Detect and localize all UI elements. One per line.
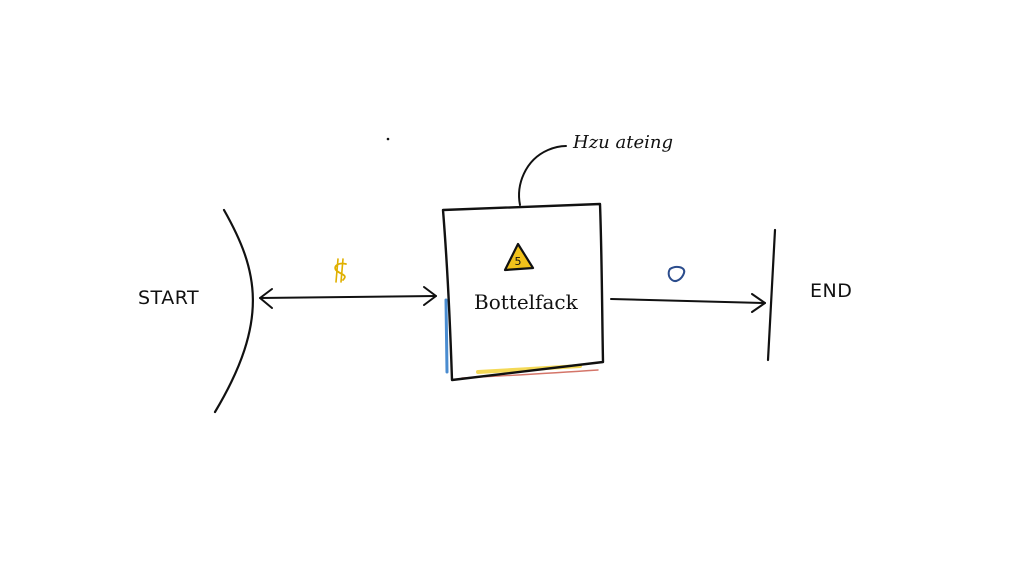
bottleneck-box: [441, 202, 605, 382]
dollar-sign-icon: [334, 258, 347, 283]
drop-shield-icon: [667, 265, 686, 283]
warning-triangle-icon: 5: [503, 242, 535, 272]
end-label: END: [810, 280, 853, 302]
start-to-box-arrow: [259, 286, 437, 309]
end-boundary-line: [766, 228, 777, 362]
annotation-label: Hzu ateing: [573, 132, 673, 153]
warning-glyph: 5: [515, 255, 522, 268]
start-label: START: [138, 287, 200, 309]
box-to-end-arrow: [610, 293, 766, 313]
start-boundary-curve: [213, 208, 254, 414]
annotation-callout-line: [518, 145, 567, 206]
bottleneck-label: Bottelfack: [474, 290, 578, 314]
stray-dot: [386, 137, 390, 141]
